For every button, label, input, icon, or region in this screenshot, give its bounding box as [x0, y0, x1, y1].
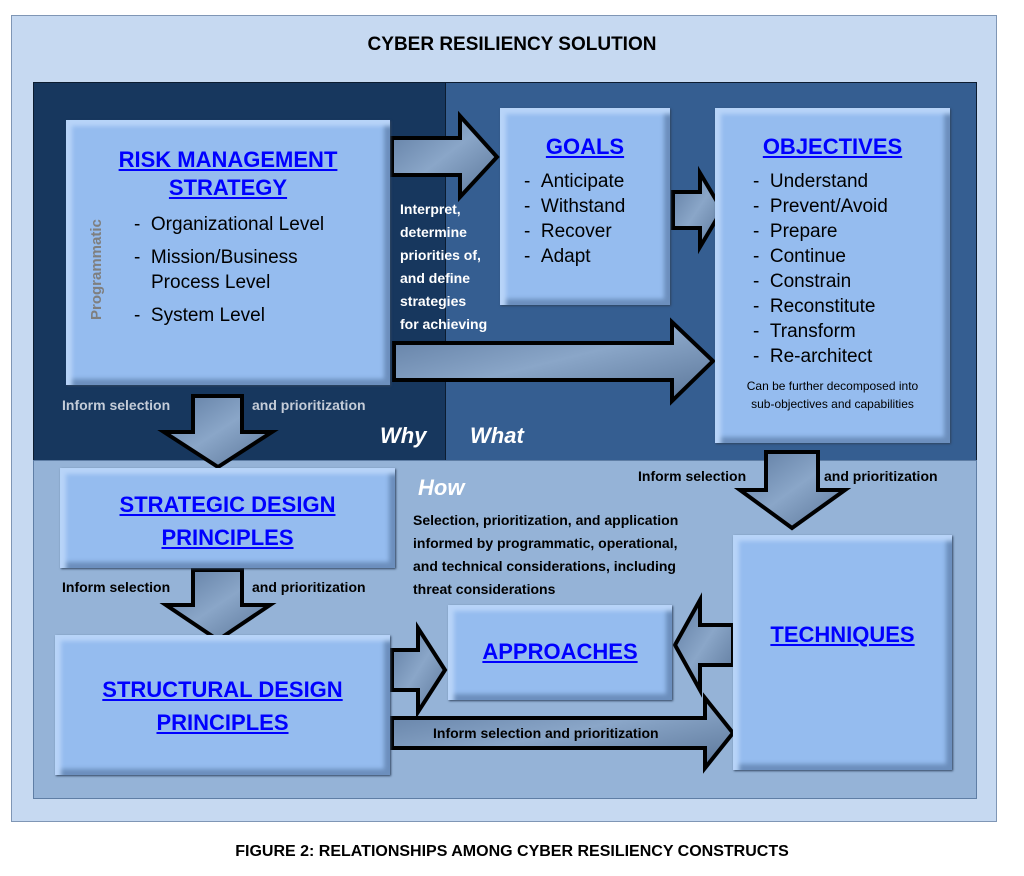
- strategic-title-1[interactable]: STRATEGIC DESIGN: [119, 492, 336, 517]
- how-description: Selection, prioritization, and applicati…: [413, 512, 679, 597]
- structural-title-2[interactable]: PRINCIPLES: [156, 710, 289, 735]
- how-label: How: [418, 475, 465, 500]
- arrow-structural-to-techniques: [390, 692, 736, 774]
- objectives-box: OBJECTIVES - Understand - Prevent/Avoid …: [715, 108, 950, 443]
- what-label: What: [470, 423, 524, 448]
- arrow-risk-to-objectives: [392, 317, 716, 406]
- arrow-structural-to-approaches: [390, 621, 448, 719]
- objective-item: - Transform: [753, 321, 856, 342]
- risk-item-cont: Process Level: [151, 272, 271, 293]
- objective-item: - Prevent/Avoid: [753, 196, 888, 217]
- structural-title-1[interactable]: STRUCTURAL DESIGN: [102, 677, 343, 702]
- objectives-title[interactable]: OBJECTIVES: [762, 134, 903, 159]
- diagram-title: CYBER RESILIENCY SOLUTION: [367, 34, 657, 55]
- objective-item: - Reconstitute: [753, 296, 876, 317]
- risk-title-1[interactable]: RISK MANAGEMENT: [118, 147, 338, 172]
- programmatic-label: Programmatic: [88, 219, 105, 320]
- techniques-box: TECHNIQUES: [733, 535, 952, 770]
- inform-label-objectives-right: and prioritization: [824, 468, 938, 484]
- inform-label-middle-right: and prioritization: [252, 579, 366, 595]
- techniques-title[interactable]: TECHNIQUES: [770, 622, 915, 647]
- objective-item: - Continue: [753, 246, 846, 267]
- inform-label-middle-left: Inform selection: [62, 579, 171, 595]
- objective-item: - Prepare: [753, 221, 838, 242]
- structural-design-principles-box: STRUCTURAL DESIGN PRINCIPLES: [55, 635, 390, 775]
- goal-item: - Anticipate: [524, 171, 625, 192]
- goal-item: - Recover: [524, 221, 612, 242]
- why-label: Why: [380, 423, 427, 448]
- risk-management-strategy-box: RISK MANAGEMENT STRATEGY Programmatic - …: [66, 120, 390, 385]
- strategic-design-principles-box: STRATEGIC DESIGN PRINCIPLES: [60, 468, 395, 568]
- goal-item: - Adapt: [524, 246, 591, 267]
- risk-item: - Mission/Business: [134, 247, 298, 268]
- arrow-risk-to-goals: [390, 110, 500, 203]
- arrow-objectives-to-techniques: [733, 450, 852, 531]
- inform-label-bottom-arrow: Inform selection and prioritization: [433, 725, 659, 741]
- goals-title[interactable]: GOALS: [545, 134, 625, 159]
- risk-item: - Organizational Level: [134, 214, 325, 235]
- approaches-box: APPROACHES: [448, 605, 672, 700]
- risk-item: - System Level: [134, 305, 265, 326]
- risk-title-2[interactable]: STRATEGY: [168, 175, 288, 200]
- arrow-goals-to-objectives: [671, 165, 725, 255]
- goal-item: - Withstand: [524, 196, 626, 217]
- approaches-title[interactable]: APPROACHES: [482, 639, 638, 664]
- strategic-title-2[interactable]: PRINCIPLES: [161, 525, 294, 550]
- goals-box: GOALS - Anticipate - Withstand - Recover…: [500, 108, 670, 305]
- figure-caption: FIGURE 2: RELATIONSHIPS AMONG CYBER RESI…: [235, 843, 789, 860]
- arrow-risk-to-strategic: [157, 394, 279, 470]
- objective-item: - Understand: [753, 171, 869, 192]
- objective-item: - Constrain: [753, 271, 852, 292]
- objective-item: - Re-architect: [753, 346, 873, 367]
- inform-label-objectives-left: Inform selection: [638, 468, 747, 484]
- inform-label-top-left: Inform selection: [62, 397, 171, 413]
- arrow-strategic-to-structural: [159, 568, 277, 643]
- inform-label-top-right: and prioritization: [252, 397, 366, 413]
- arrow-techniques-to-approaches: [672, 592, 735, 698]
